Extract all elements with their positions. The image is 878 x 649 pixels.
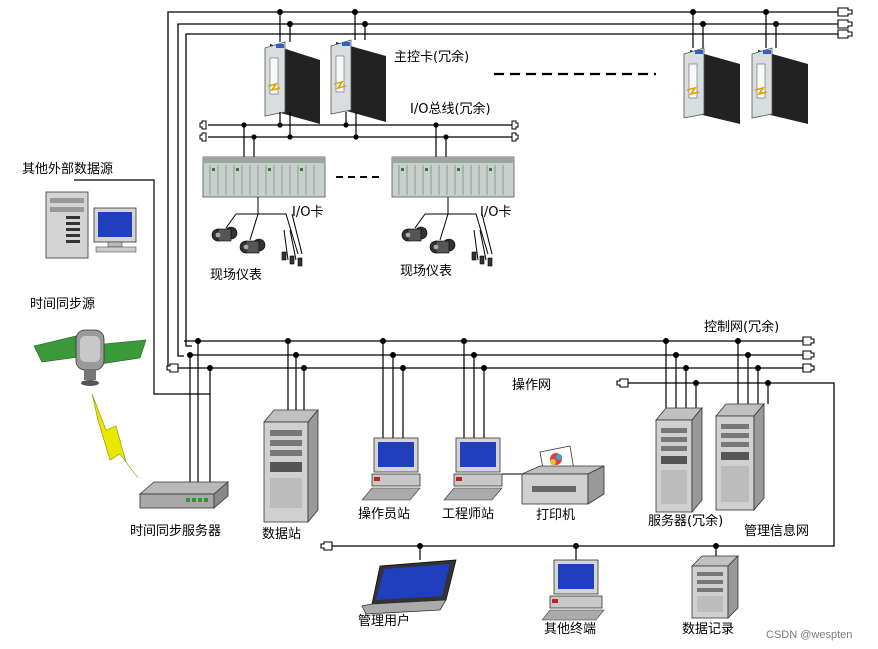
data-station-server-icon xyxy=(263,408,319,524)
io-bus-label: I/O总线(冗余) xyxy=(410,102,491,117)
engineer-station-label: 工程师站 xyxy=(442,507,495,522)
other-terminal-computer-icon xyxy=(541,559,605,621)
operation-network-line xyxy=(330,382,835,547)
controller-card-1 xyxy=(264,41,320,124)
field-instrument-icons-right xyxy=(401,226,493,267)
external-data-source-computer-icon xyxy=(45,191,137,259)
printer-label: 打印机 xyxy=(536,508,576,523)
field-instruments-left-label: 现场仪表 xyxy=(210,268,263,283)
data-record-label: 数据记录 xyxy=(682,622,735,637)
io-card-left-label: I/O卡 xyxy=(292,205,324,220)
watermark: CSDN @wespten xyxy=(766,629,853,641)
time-sync-server-icon xyxy=(138,481,230,509)
field-instruments-right-label: 现场仪表 xyxy=(400,264,453,279)
other-terminal-label: 其他终端 xyxy=(544,622,597,637)
io-rack-right xyxy=(391,156,515,198)
operator-station-label: 操作员站 xyxy=(358,507,411,522)
lightning-icon xyxy=(91,393,139,479)
field-wiring-left xyxy=(225,197,303,261)
main-controller-label: 主控卡(冗余) xyxy=(394,50,470,65)
controller-card-4 xyxy=(751,47,808,124)
printer-icon xyxy=(521,445,605,505)
laptop-icon xyxy=(361,559,457,615)
io-bus xyxy=(208,112,515,158)
control-network-lines xyxy=(180,340,806,369)
engineer-station-computer-icon xyxy=(443,437,503,501)
time-sync-server-label: 时间同步服务器 xyxy=(130,524,222,539)
field-wiring-right xyxy=(414,197,493,261)
external-source-label: 其他外部数据源 xyxy=(22,162,114,177)
field-instrument-icons-left xyxy=(211,226,303,267)
management-user-label: 管理用户 xyxy=(358,614,411,629)
operation-network-label: 操作网 xyxy=(512,378,552,393)
server-1-icon xyxy=(655,406,703,514)
data-record-server-icon xyxy=(691,555,739,619)
time-sync-source-label: 时间同步源 xyxy=(30,297,96,312)
io-rack-left xyxy=(202,156,326,198)
io-card-right-label: I/O卡 xyxy=(480,205,512,220)
server-2-icon xyxy=(715,402,765,512)
top-bus-terminators xyxy=(837,7,853,39)
external-source-link xyxy=(74,179,211,482)
control-network-label: 控制网(冗余) xyxy=(704,320,780,335)
mis-network-label: 管理信息网 xyxy=(744,524,810,539)
controller-card-3 xyxy=(683,47,740,124)
controller-card-2 xyxy=(330,39,386,122)
server-label: 服务器(冗余) xyxy=(648,514,724,529)
data-station-label: 数据站 xyxy=(262,527,302,542)
satellite-icon xyxy=(33,329,147,386)
operator-station-computer-icon xyxy=(361,437,421,501)
